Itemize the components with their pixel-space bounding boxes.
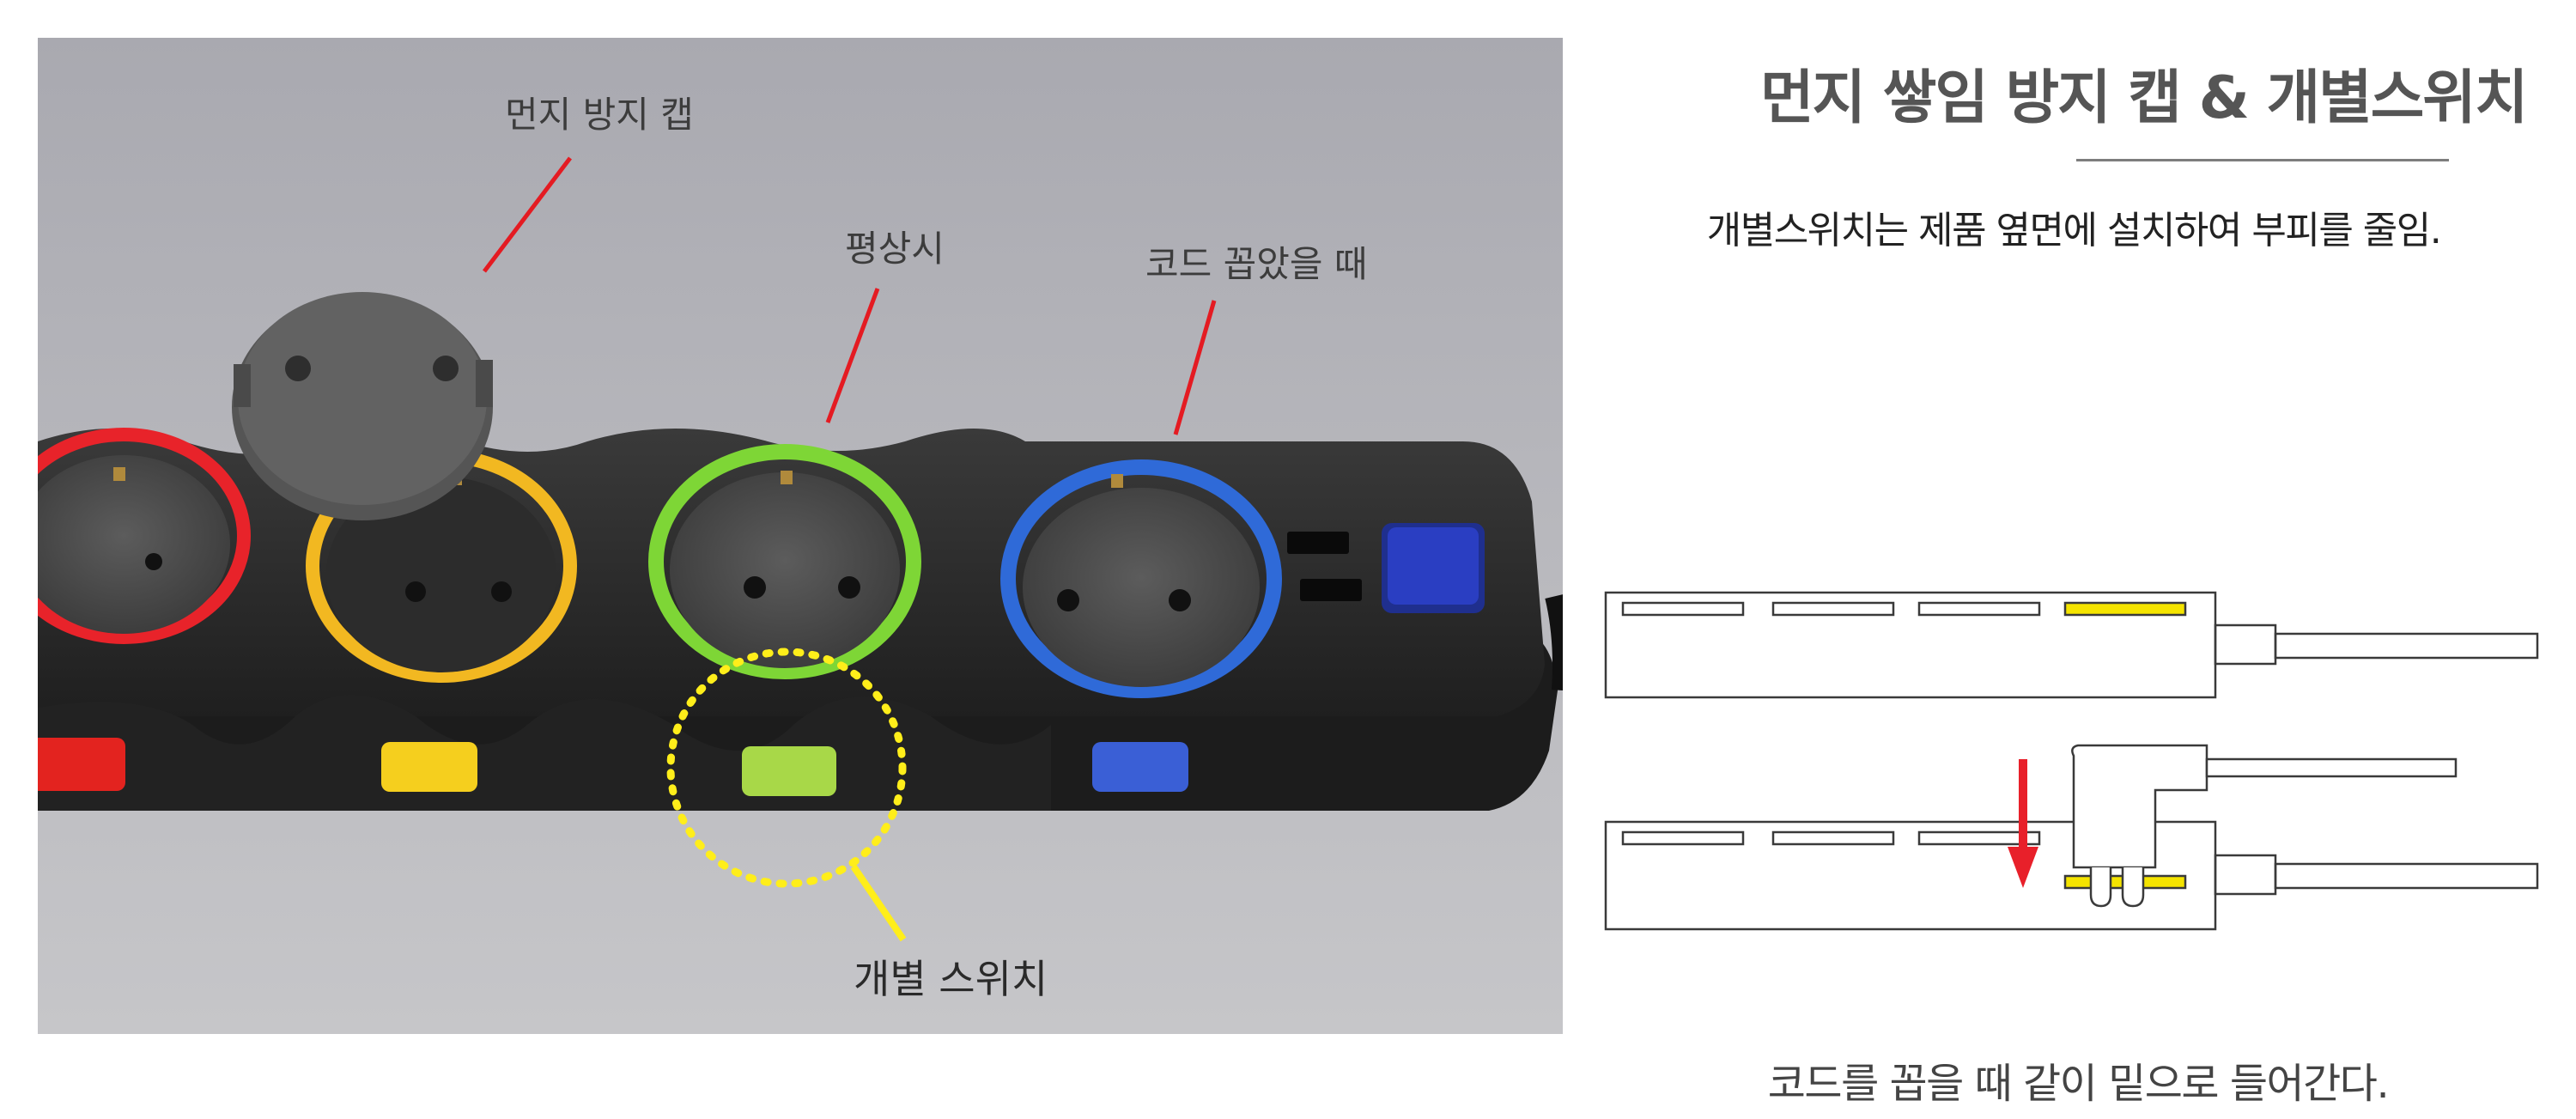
- usb-port-1: [1287, 532, 1349, 554]
- label-individual-switch: 개별 스위치: [854, 956, 1048, 1002]
- switch-highlight-circle: [666, 648, 907, 888]
- callout-individual-switch: [850, 864, 907, 942]
- label-normal: 평상시: [845, 228, 945, 270]
- power-strip-illustration: [38, 38, 1563, 1034]
- power-cord: [1545, 594, 1563, 690]
- product-photo: 먼지 방지 캡 평상시 코드 꼽았을 때 개별 스위치: [38, 38, 1563, 1034]
- callout-dust-cap: [483, 156, 572, 273]
- callout-plugged: [1173, 300, 1217, 435]
- switch-green: [742, 746, 836, 796]
- dust-cap: [232, 292, 493, 520]
- usb-port-2: [1300, 579, 1362, 601]
- label-dust-cap: 먼지 방지 캡: [505, 94, 694, 136]
- switch-yellow: [381, 742, 477, 792]
- socket-blue: [1000, 459, 1282, 698]
- page-title: 먼지 쌓임 방지 캡 & 개별스위치: [1760, 64, 2528, 132]
- label-plugged: 코드 꼽았을 때: [1145, 243, 1368, 285]
- page-subtitle: 개별스위치는 제품 옆면에 설치하여 부피를 줄임.: [1706, 209, 2442, 252]
- down-arrow: [2008, 759, 2038, 888]
- diagram-strip-plugged: [1604, 820, 2539, 931]
- switch-red: [38, 738, 125, 791]
- title-divider: [2076, 159, 2449, 161]
- switch-diagram: [1604, 591, 2539, 931]
- socket-red: [38, 428, 251, 644]
- socket-green: [648, 444, 921, 679]
- diagram-caption: 코드를 꼽을 때 같이 밑으로 들어간다.: [1767, 1060, 2390, 1108]
- switch-blue: [1092, 742, 1188, 792]
- diagram-strip-normal: [1604, 591, 2539, 699]
- diagram-plug: [2071, 744, 2458, 908]
- callout-normal: [825, 288, 880, 423]
